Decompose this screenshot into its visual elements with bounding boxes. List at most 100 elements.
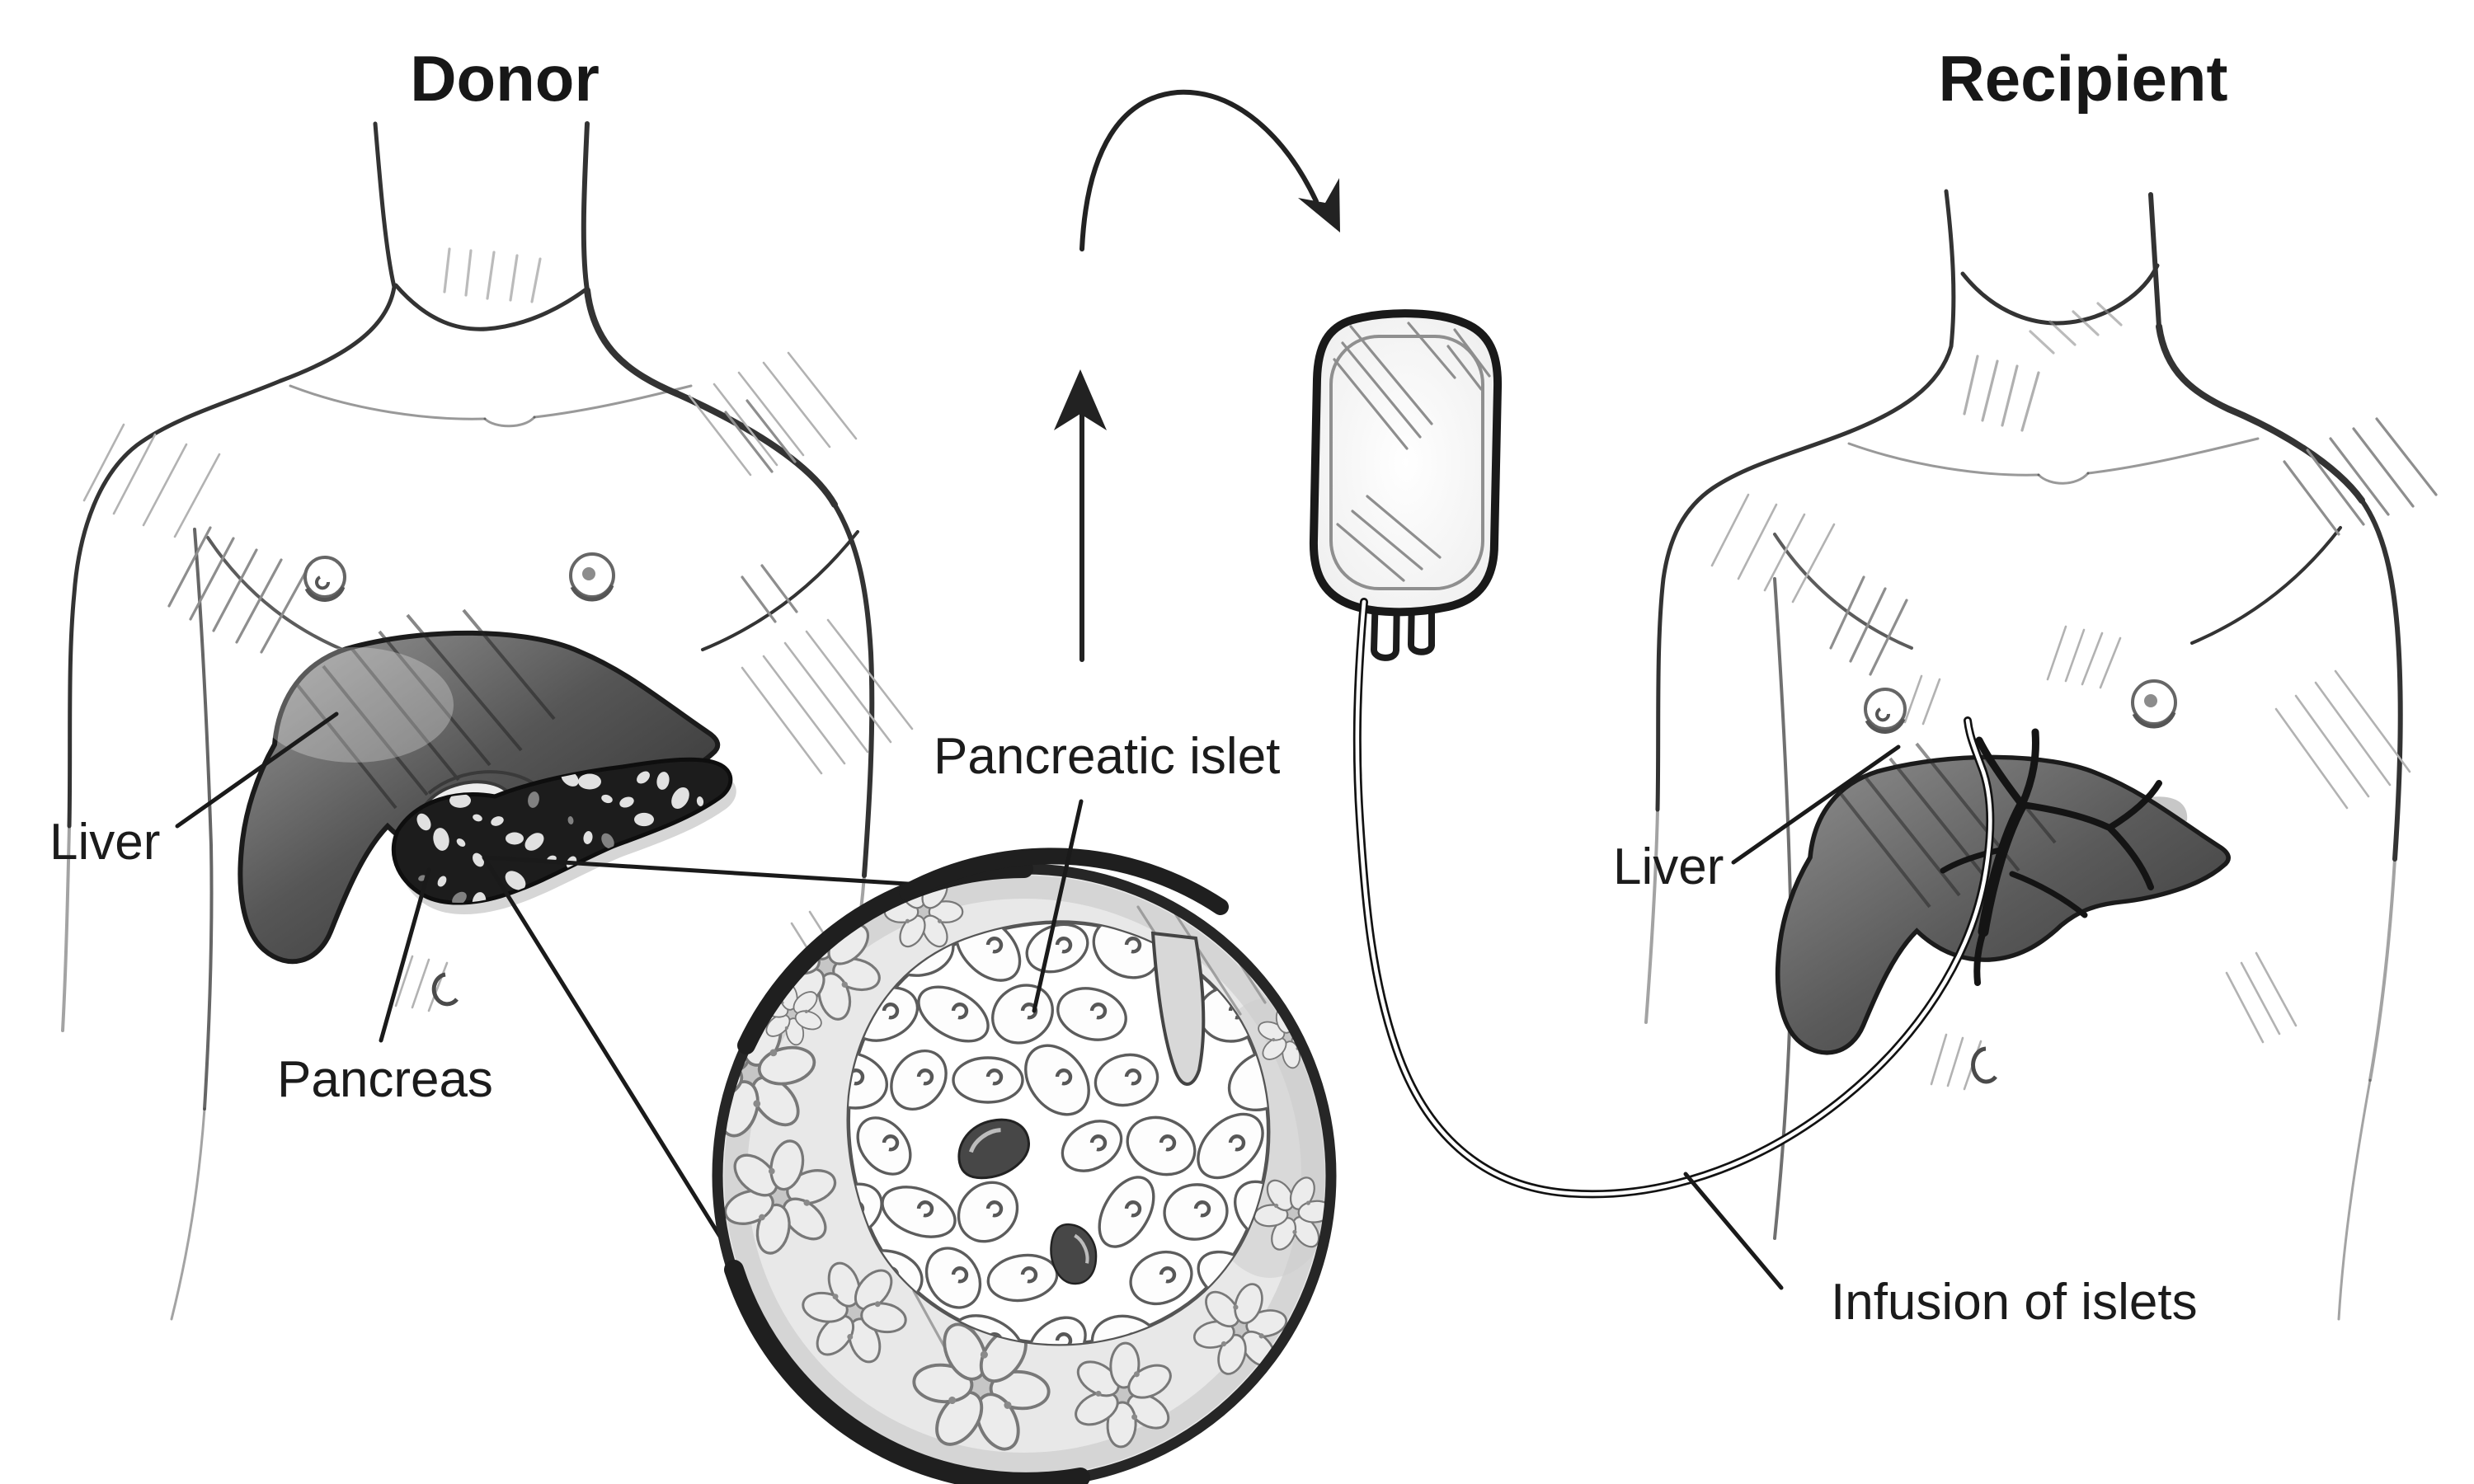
donor-liver-label: Liver [49, 814, 160, 871]
pancreas-speckle [456, 838, 466, 847]
pancreas-speckle [601, 794, 613, 804]
cell-nucleus [985, 1068, 1004, 1086]
recipient-shoulder-left [1655, 430, 1851, 812]
pancreas-speckle [452, 891, 467, 904]
islet-cell [890, 1049, 948, 1111]
cell-nucleus [985, 1200, 1004, 1218]
pancreas-speckle [656, 872, 668, 885]
recipient-neck-left [1846, 189, 1956, 434]
cell-nucleus [1055, 1068, 1073, 1086]
infusion-tube [1352, 598, 1995, 1199]
donor-liver-leader-line [175, 711, 339, 829]
islet-cell [1061, 1120, 1123, 1172]
up-arrow-icon [1054, 369, 1107, 662]
pancreas-speckle [473, 814, 482, 822]
pancreas-speckle [709, 852, 727, 869]
islet-cell [952, 1056, 1024, 1104]
cell-nucleus [882, 1134, 900, 1152]
donor-pancreas-leader-line [379, 867, 431, 1043]
cell-nucleus [1159, 1266, 1177, 1284]
pancreas-speckle [601, 833, 614, 849]
islet-cell [1126, 1115, 1197, 1176]
cell-nucleus [1263, 937, 1269, 954]
cell-nucleus [1124, 937, 1142, 954]
donor-jaw [393, 283, 590, 331]
pancreas-speckle [622, 895, 630, 904]
pancreas-speckle [675, 835, 687, 845]
cell-nucleus [1055, 1332, 1073, 1345]
cell-nucleus [1089, 1134, 1108, 1152]
cell-nucleus [1159, 1134, 1177, 1152]
pancreas-speckle [2170, 904, 2183, 913]
islet-cell [924, 1247, 982, 1309]
pancreas-speckle [637, 771, 650, 784]
cell-nucleus [1193, 1200, 1211, 1218]
donor-torso-left-edge [193, 528, 214, 1111]
donor-shoulder-left [67, 378, 283, 829]
islet-cell [1098, 1176, 1155, 1248]
pancreas-speckle [505, 871, 526, 890]
pancreas-speckle [567, 816, 574, 824]
donor-neck-right [581, 121, 590, 293]
recipient-navel [1971, 1046, 1997, 1084]
donor-figure [61, 121, 914, 1321]
pancreas-speckle [641, 857, 649, 866]
pancreas-speckle [449, 793, 471, 808]
magnifier-circle [712, 848, 1337, 1484]
cell-nucleus [1228, 1134, 1246, 1152]
pancreas-speckle [528, 791, 539, 808]
pancreas-speckle [416, 813, 431, 831]
bag-body [1309, 309, 1503, 617]
pancreas-speckle [437, 876, 447, 887]
recipient-nipples [1864, 679, 2177, 734]
pancreas-speckle [2152, 928, 2161, 936]
pancreas-speckle [433, 828, 449, 851]
recipient-shoulder-right [2156, 323, 2365, 504]
donor-neck-left [278, 121, 397, 383]
recipient-liver-label: Liver [1613, 838, 1724, 895]
cell-nucleus [1124, 1068, 1142, 1086]
pancreas-speckle [524, 833, 544, 851]
islet-iv-bag [1309, 309, 1503, 661]
pancreas-speckle [696, 796, 704, 806]
pancreatic-islet-leader-line [1032, 799, 1084, 1013]
pancreas-speckle [578, 773, 601, 790]
islet-cell [1028, 1316, 1087, 1345]
cell-nucleus [1124, 1200, 1142, 1218]
recipient-jaw [1960, 263, 2160, 326]
islet-cell [957, 1181, 1019, 1243]
islet-cell [1163, 1183, 1229, 1241]
pancreas-speckle [545, 895, 560, 904]
islet-cleft [1150, 931, 1206, 1086]
recipient-title: Recipient [1938, 42, 2227, 115]
cell-nucleus [1300, 1004, 1313, 1017]
islet-cell [1056, 987, 1127, 1041]
cell-nucleus [951, 1266, 969, 1284]
recipient-neck-right [2148, 192, 2161, 329]
curved-arrow-icon [1079, 89, 1340, 251]
islet-cell [1025, 923, 1089, 974]
islet-cell [1024, 1044, 1090, 1116]
pancreas-speckle [656, 772, 670, 790]
pancreas-speckle [506, 832, 524, 845]
portal-vein-tree [1940, 728, 2162, 986]
pancreas-speckle [473, 852, 484, 867]
recipient-liver [1778, 728, 2228, 1053]
cell-nucleus [882, 1003, 900, 1020]
cell-nucleus [916, 1200, 934, 1218]
infusion-leader-line [1683, 1172, 1784, 1290]
pancreas-speckle [671, 787, 689, 810]
pancreas-speckle [2079, 930, 2100, 945]
cell-nucleus [1089, 1003, 1108, 1020]
pancreas-speckle [583, 831, 593, 844]
pancreas-speckle [689, 890, 709, 904]
donor-title: Donor [410, 42, 600, 115]
cell-nucleus [916, 1068, 934, 1086]
islet-cell [1094, 1053, 1159, 1107]
pancreas-speckle [491, 816, 504, 826]
cell-nucleus [951, 1003, 969, 1020]
islet-cell [881, 1186, 957, 1238]
cell-nucleus [985, 937, 1004, 954]
